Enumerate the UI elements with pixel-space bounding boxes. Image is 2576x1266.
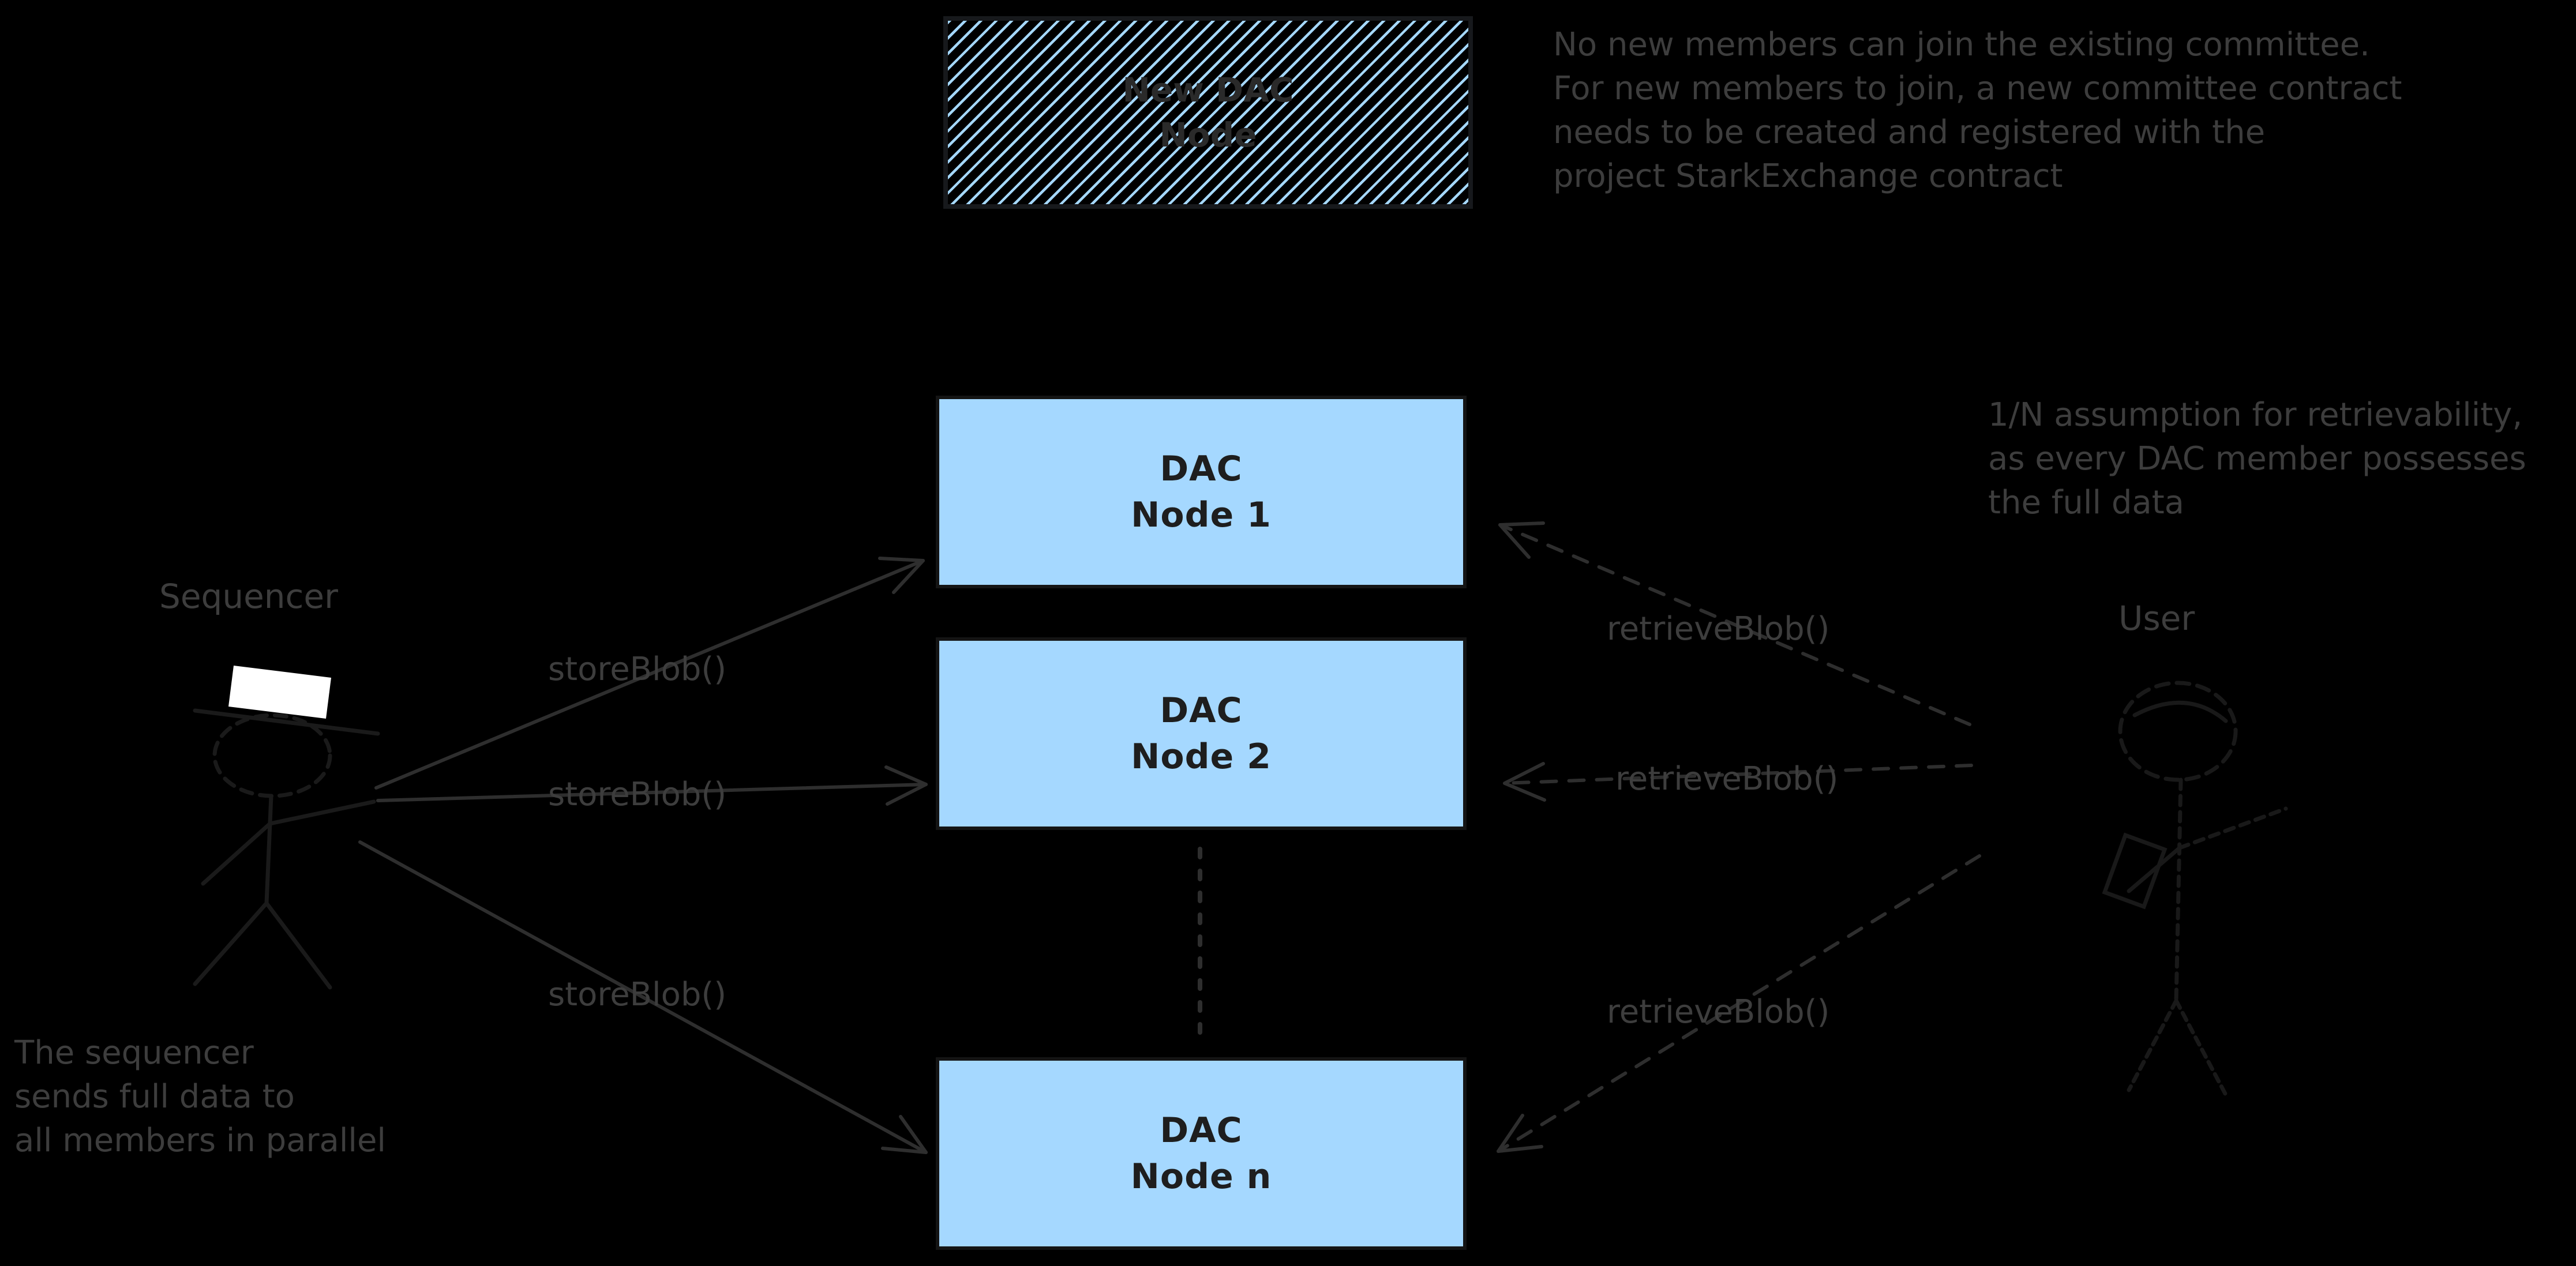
new-dac-node-label-line2: Node xyxy=(1159,115,1257,155)
dac-node-n-box: DAC Node n xyxy=(936,1057,1467,1250)
parallel-note: The sequencer sends full data to all mem… xyxy=(14,1031,386,1163)
retrieve-arrow-1 xyxy=(1498,523,1971,726)
committee-note-line2: For new members to join, a new committee… xyxy=(1553,70,2402,107)
retrieve-blob-label-2: retrieveBlob() xyxy=(1615,760,1839,798)
sequencer-hat-brim xyxy=(193,708,380,736)
user-figure xyxy=(2102,681,2288,1099)
sequencer-figure xyxy=(193,666,380,990)
retrievability-note-line2: as every DAC member possesses xyxy=(1988,440,2526,478)
sequencer-hat xyxy=(228,666,331,719)
sequencer-leg-left xyxy=(193,901,269,986)
user-hair xyxy=(2132,700,2228,723)
store-blob-label-3: storeBlob() xyxy=(548,976,727,1013)
store-arrow-2 xyxy=(376,783,928,802)
sequencer-label: Sequencer xyxy=(159,577,338,616)
store-blob-label-2: storeBlob() xyxy=(548,776,727,813)
user-leg-right xyxy=(2174,998,2229,1099)
dac-node-n-line2: Node n xyxy=(1130,1156,1272,1197)
sequencer-arm-right xyxy=(268,799,376,826)
dac-node-2-line2: Node 2 xyxy=(1131,737,1272,777)
dac-node-1-box: DAC Node 1 xyxy=(936,396,1467,588)
parallel-note-line2: sends full data to xyxy=(14,1078,295,1115)
sequencer-leg-right xyxy=(264,901,332,990)
retrieve-arrow-2-head xyxy=(1503,762,1546,802)
user-leg-left xyxy=(2127,998,2178,1092)
user-arm-left xyxy=(2127,846,2182,893)
user-arm-right xyxy=(2177,806,2288,850)
user-head xyxy=(2118,681,2238,782)
store-blob-label-1: storeBlob() xyxy=(548,651,727,688)
retrieve-arrow-3-head xyxy=(1497,1114,1543,1153)
retrieve-arrow-3 xyxy=(1497,854,1981,1153)
sequencer-arm-left xyxy=(201,821,272,886)
committee-note-line3: needs to be created and registered with … xyxy=(1553,114,2266,151)
dac-node-n-line1: DAC xyxy=(1160,1110,1243,1151)
store-arrow-1-head xyxy=(878,557,925,594)
user-label: User xyxy=(2118,599,2195,638)
parallel-note-line1: The sequencer xyxy=(14,1034,254,1072)
new-dac-node-label-line1: New DAC xyxy=(1122,70,1294,110)
user-body xyxy=(2174,777,2183,1003)
retrievability-note: 1/N assumption for retrievability, as ev… xyxy=(1988,393,2526,525)
retrieve-arrow-1-head xyxy=(1498,521,1545,559)
retrieve-arrow-2 xyxy=(1503,764,1973,785)
store-arrow-3-head xyxy=(881,1115,928,1154)
dac-node-1-line2: Node 1 xyxy=(1131,495,1272,535)
dac-node-2-box: DAC Node 2 xyxy=(936,637,1467,830)
committee-note-line1: No new members can join the existing com… xyxy=(1553,26,2370,63)
committee-note-line4: project StarkExchange contract xyxy=(1553,157,2063,195)
retrieve-blob-label-1: retrieveBlob() xyxy=(1607,610,1830,648)
new-dac-node-box: New DAC Node xyxy=(943,16,1473,209)
store-arrow-2-head xyxy=(884,765,928,806)
retrievability-note-line1: 1/N assumption for retrievability, xyxy=(1988,396,2523,434)
dac-node-1-line1: DAC xyxy=(1160,449,1243,489)
retrievability-note-line3: the full data xyxy=(1988,484,2184,521)
sequencer-body xyxy=(264,794,273,906)
store-arrow-3 xyxy=(358,840,928,1154)
retrieve-blob-label-3: retrieveBlob() xyxy=(1607,993,1830,1031)
store-arrow-1 xyxy=(374,559,925,790)
dac-node-2-line1: DAC xyxy=(1160,690,1243,731)
parallel-note-line3: all members in parallel xyxy=(14,1122,386,1159)
store-arrows xyxy=(358,557,928,1154)
user-held-item xyxy=(2102,832,2168,910)
committee-note: No new members can join the existing com… xyxy=(1553,23,2402,198)
retrieve-arrows xyxy=(1497,521,1981,1153)
